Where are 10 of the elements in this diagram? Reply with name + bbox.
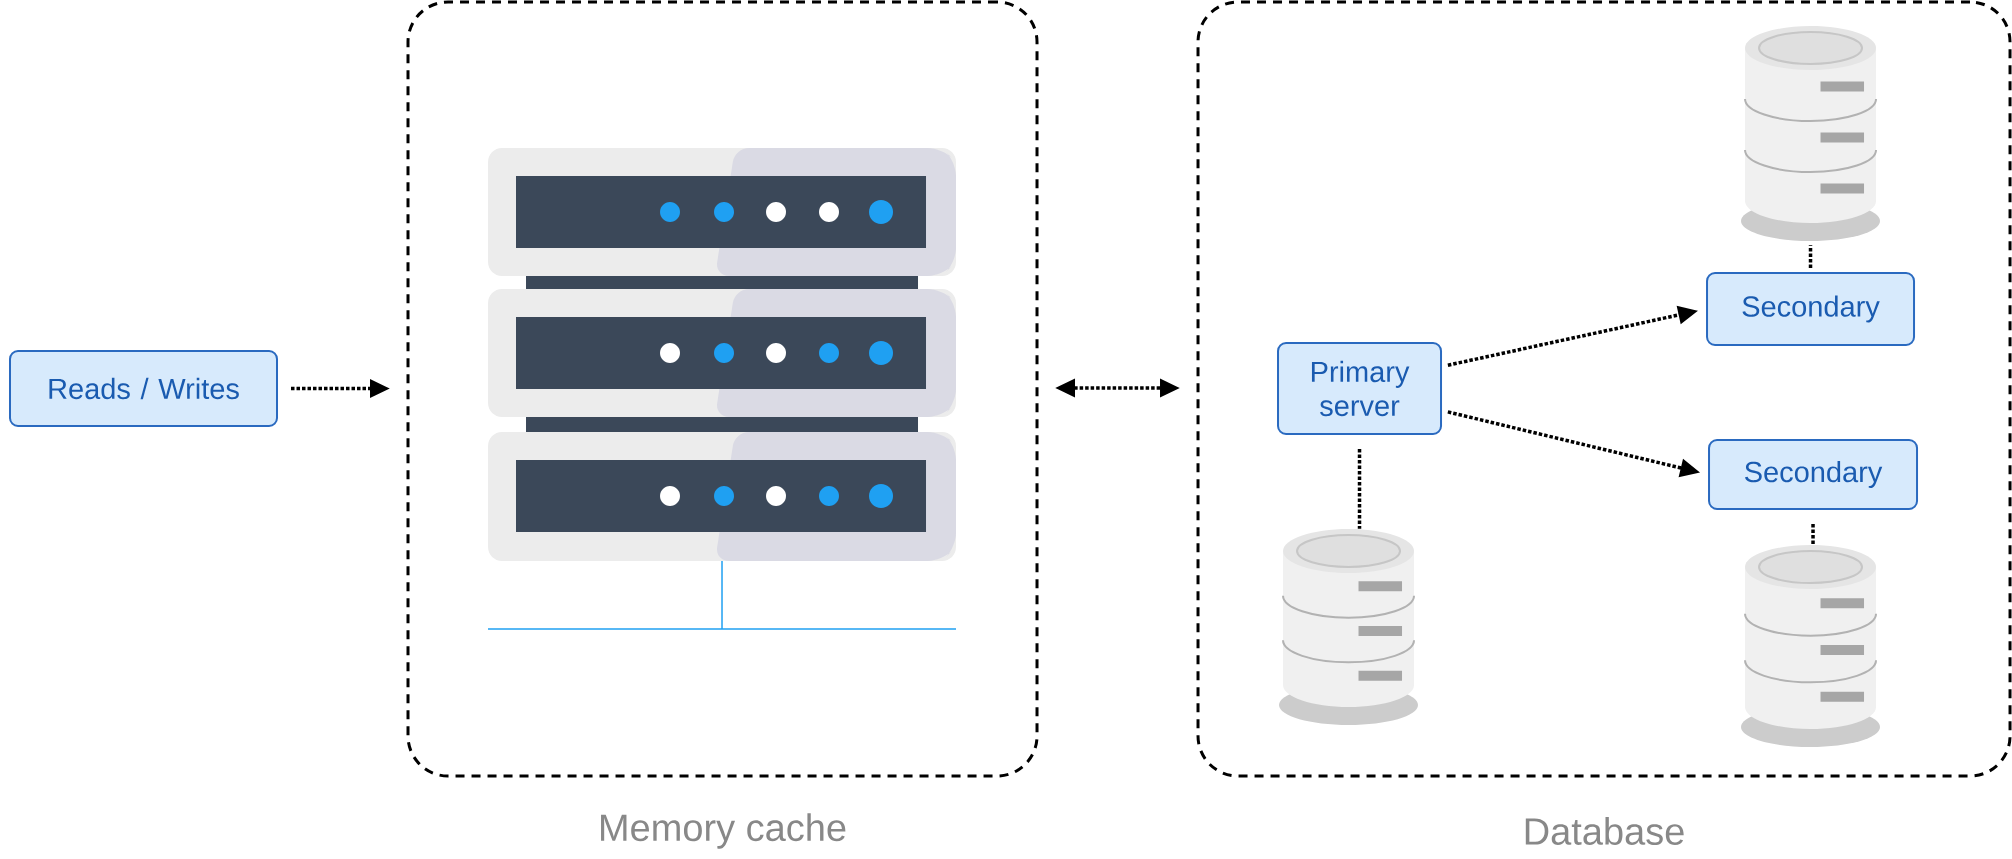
database-drawing — [1279, 529, 1418, 725]
process-box: Secondary — [1706, 272, 1916, 346]
process-box: Secondary — [1708, 439, 1919, 510]
database-drawing — [1741, 545, 1881, 747]
process-box: Reads / Writes — [9, 350, 278, 427]
group-heading: Memory cache — [601, 813, 846, 849]
group-heading: Database — [1525, 817, 1684, 845]
database-drawing — [1741, 26, 1881, 241]
process-box: Primary server — [1277, 342, 1442, 435]
server-drawing — [487, 148, 957, 630]
